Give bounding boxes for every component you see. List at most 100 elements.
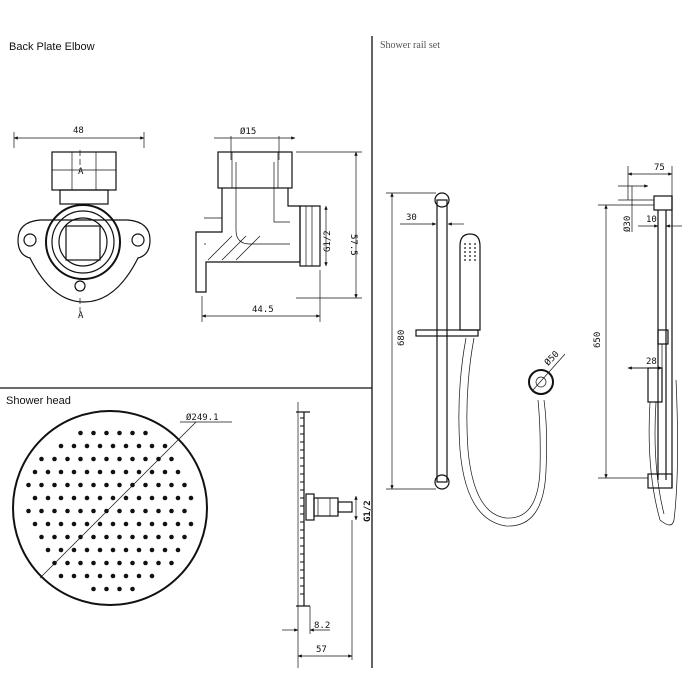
nozzle-dot [117,534,122,540]
nozzle-dot [175,469,181,475]
nozzle-dot [149,443,155,449]
nozzle-dot [156,560,161,566]
nozzle-dot [156,508,161,514]
shower-head-depth-dimension: 57 [316,645,327,655]
nozzle-dot [91,430,96,436]
nozzle-dot [78,482,83,488]
nozzle-dot [136,521,142,527]
spray-hole [464,243,466,245]
nozzle-dot [39,456,44,462]
nozzle-dot [123,495,129,501]
nozzle-dot [123,443,129,449]
nozzle-dot [71,469,77,475]
nozzle-dot [110,443,116,449]
nozzle-dot [39,482,44,488]
nozzle-dot [136,469,142,475]
nozzle-dot [91,534,96,540]
nozzle-dot [58,547,64,553]
shower-rail-set-panel: Shower rail set 680 30 [380,40,682,527]
nozzle-dot [58,573,64,579]
nozzle-dot [84,495,90,501]
nozzle-dot [91,560,96,566]
nozzle-dot [65,534,70,540]
spray-hole [474,259,476,261]
nozzle-dot [52,508,57,514]
spray-hole [464,251,466,253]
nozzle-dot [71,573,77,579]
nozzle-dot [136,443,142,449]
shower-head-title: Shower head [6,395,71,407]
nozzle-dot [123,573,129,579]
nozzle-dot [110,573,116,579]
nozzle-dot [143,456,148,462]
nozzle-dot [71,521,77,527]
nozzle-dot [130,586,135,592]
nozzle-dot [117,482,122,488]
nozzle-dot [71,547,77,553]
section-mark-bottom: A [78,311,84,321]
nozzle-dot [117,430,122,436]
nozzle-dot [110,521,116,527]
nozzle-dot [84,521,90,527]
nozzle-dot [175,495,181,501]
nozzle-dot [104,482,109,488]
nozzle-dot [65,456,70,462]
nozzle-dot [169,534,174,540]
rail-height-dimension: 680 [397,330,407,346]
nozzle-dot [162,521,168,527]
nozzle-dot [143,560,148,566]
spray-hole [464,259,466,261]
spray-hole [474,251,476,253]
nozzle-dot [123,547,129,553]
rail-side-height-dimension: 650 [593,332,603,348]
nozzle-dot [104,560,109,566]
elbow-depth-dimension: 44.5 [252,305,274,315]
nozzle-dot [45,521,51,527]
rail-projection-dimension: 75 [654,163,665,173]
nozzle-dot [156,456,161,462]
nozzle-dot [143,508,148,514]
nozzle-dot [149,469,155,475]
rail-wall-gap-dimension: 10 [646,215,657,225]
nozzle-dot [52,482,57,488]
nozzle-dot [162,547,168,553]
nozzle-dot [78,430,83,436]
nozzle-dot [58,443,64,449]
shower-rail-set-title: Shower rail set [380,40,440,51]
nozzle-dot [188,521,194,527]
nozzle-dot [32,495,38,501]
nozzle-dot [182,534,187,540]
nozzle-dot [91,508,96,514]
nozzle-dot [71,443,77,449]
nozzle-dot [136,547,142,553]
nozzle-dot [84,443,90,449]
elbow-front-view: 48 A A [13,126,151,321]
nozzle-dot [91,482,96,488]
shower-head-front-view: Ø249.1 [12,410,232,606]
spray-hole [474,247,476,249]
nozzle-dot [26,508,31,514]
nozzle-dot [130,482,135,488]
nozzle-dot [97,443,103,449]
nozzle-dot [169,482,174,488]
nozzle-dot [130,534,135,540]
shower-head-diameter-dimension: Ø249.1 [186,412,219,423]
nozzle-dot [162,469,168,475]
nozzle-grid [26,430,194,592]
spray-hole [464,255,466,257]
nozzle-dot [97,521,103,527]
nozzle-dot [84,573,90,579]
shower-head-thickness-dimension: 8.2 [314,621,330,631]
nozzle-dot [149,573,155,579]
nozzle-dot [39,508,44,514]
nozzle-dot [97,547,103,553]
spray-hole [469,259,471,261]
nozzle-dot [123,469,129,475]
nozzle-dot [58,469,64,475]
nozzle-dot [110,495,116,501]
nozzle-dot [169,560,174,566]
nozzle-dot [32,469,38,475]
back-plate-elbow-panel: Back Plate Elbow 48 A A [9,41,362,322]
nozzle-dot [45,469,51,475]
